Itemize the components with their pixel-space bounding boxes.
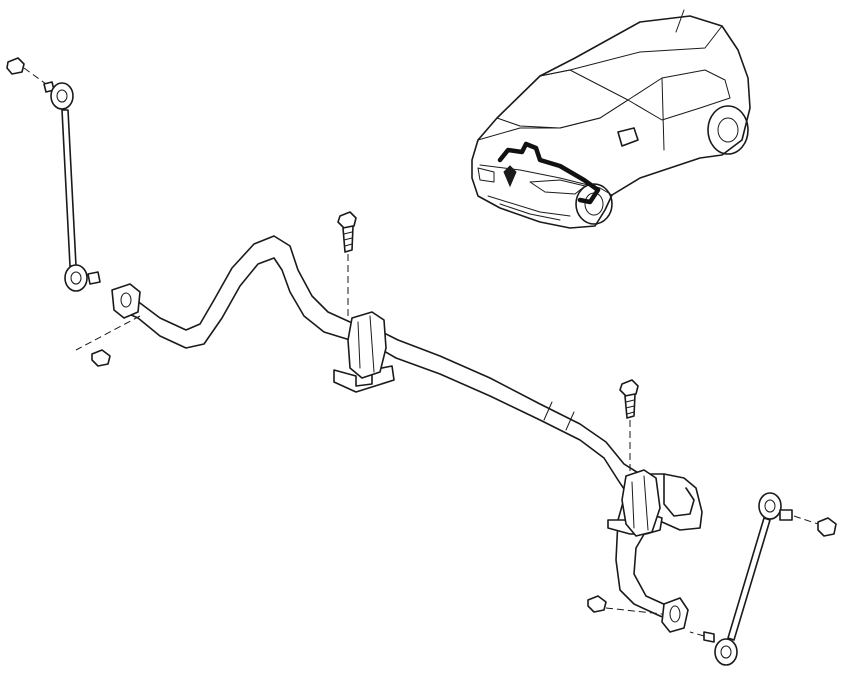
link-left-bottom-joint-inner	[70, 271, 82, 285]
bushing-right-line-2	[643, 475, 649, 531]
stabilizer-bar-inner	[119, 257, 627, 493]
car-bumper-line	[487, 195, 571, 217]
car-windshield	[496, 69, 629, 129]
bushing-bolt-left	[337, 211, 357, 316]
vehicle-locator-illustration	[471, 9, 751, 229]
bar-break-mark-2	[565, 411, 575, 431]
car-roof-line	[539, 25, 723, 77]
link-nut-left-bottom	[91, 349, 111, 367]
car-body-outline	[471, 15, 751, 229]
bushing-left-line-2	[369, 315, 375, 373]
car-antenna	[675, 9, 685, 33]
link-right-bottom-joint	[714, 638, 738, 666]
link-left-bottom-stud	[87, 271, 101, 285]
stabilizer-bar-right-eye	[661, 597, 689, 633]
link-right-top-joint-inner	[764, 499, 776, 513]
link-nut-right-top	[817, 517, 837, 537]
bar-bushing-left	[333, 311, 395, 393]
link-right-top-stud	[779, 509, 793, 521]
link-left-bottom-axis	[75, 315, 141, 351]
car-door-pillar	[661, 77, 665, 151]
bushing-rubber-right	[621, 469, 661, 537]
link-right-bottom-stud	[703, 631, 715, 643]
link-rod-left	[6, 57, 141, 367]
bolt-left-head	[337, 211, 357, 229]
link-right-bottom-joint-inner	[720, 645, 732, 659]
car-mirror	[617, 127, 639, 147]
car-front-wheel	[575, 183, 613, 225]
stabilizer-bar-left-eye	[111, 283, 141, 319]
link-right-top-joint	[758, 492, 782, 520]
car-side-window	[627, 69, 731, 121]
link-left-bottom-joint	[64, 264, 88, 292]
link-right-top-axis	[793, 515, 819, 525]
stabilizer-location-highlight	[497, 141, 601, 205]
bolt-right-head	[619, 379, 639, 397]
car-grille-line	[479, 164, 613, 196]
link-left-top-axis	[23, 67, 47, 85]
car-hood-line	[477, 99, 629, 141]
stabilizer-bar-right-loop	[663, 473, 695, 517]
link-right-eye-axis	[605, 607, 663, 615]
link-nut-right-bottom	[587, 595, 607, 613]
link-left-top-joint-inner	[56, 89, 68, 103]
car-headlight-left	[477, 167, 495, 183]
bushing-bolt-right	[619, 379, 639, 474]
bolt-left-thread	[343, 231, 353, 247]
car-rear-wheel	[707, 105, 749, 155]
stabilizer-bar-outline	[119, 235, 703, 615]
stabilizer-bar	[111, 235, 703, 633]
car-logo	[503, 165, 517, 188]
bushing-rubber-left	[347, 311, 387, 379]
link-left-rod	[61, 109, 77, 267]
bolt-right-thread	[625, 399, 635, 415]
car-lower-grille	[499, 203, 561, 221]
bushing-right-line	[631, 481, 635, 529]
bushing-left-line	[357, 321, 361, 369]
car-headlight	[529, 179, 586, 195]
link-rod-right	[587, 492, 837, 666]
right-eye-hole	[669, 605, 681, 623]
bar-bushing-right	[607, 469, 663, 537]
link-right-bottom-axis	[689, 631, 705, 637]
link-nut-left-top	[6, 57, 25, 75]
left-eye-hole	[120, 292, 132, 308]
link-right-rod	[727, 517, 771, 641]
car-rear-hub	[717, 117, 739, 143]
link-left-top-joint	[50, 82, 74, 110]
bar-break-mark	[543, 401, 553, 421]
